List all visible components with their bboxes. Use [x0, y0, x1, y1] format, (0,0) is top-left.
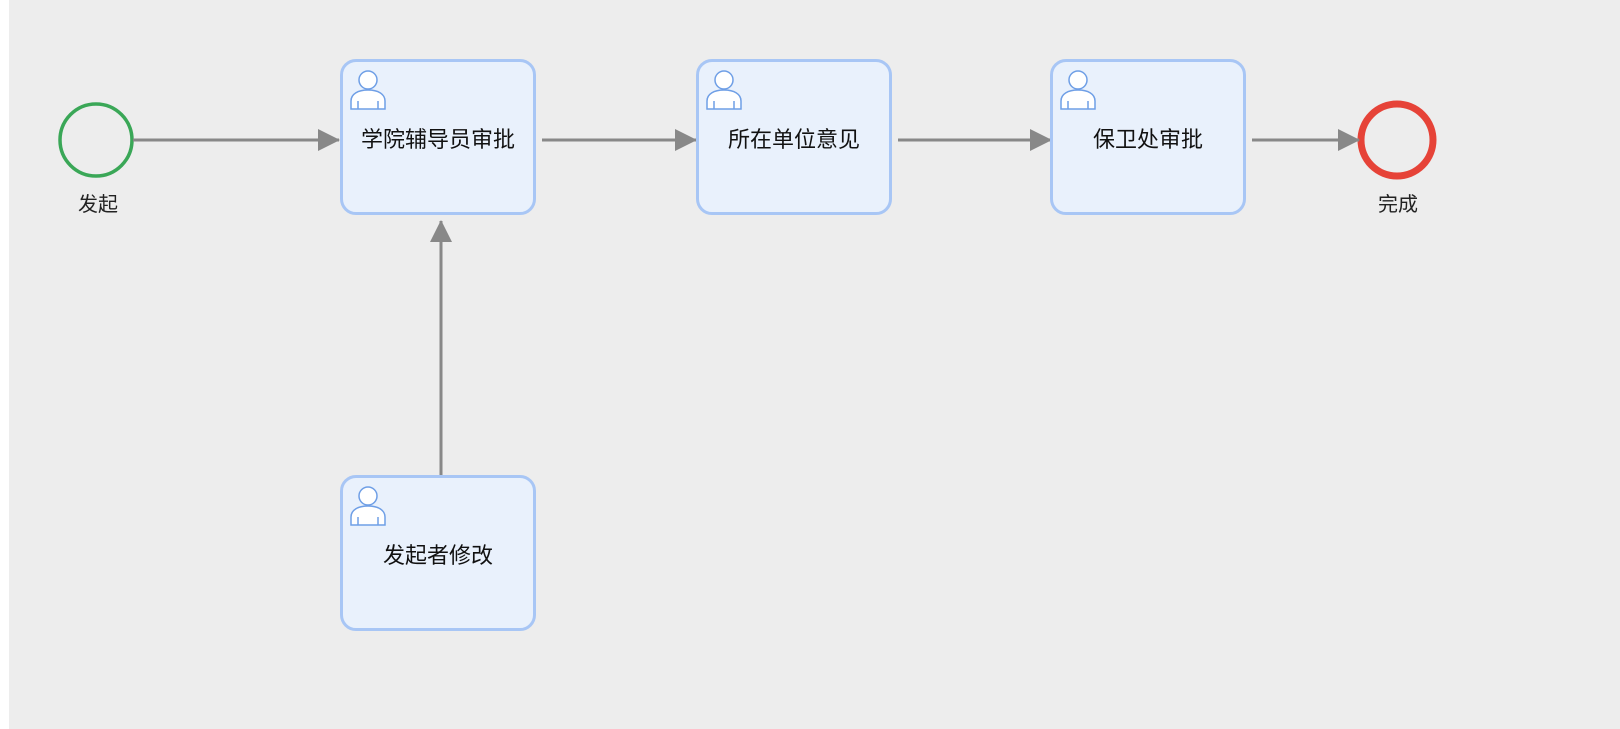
task-security-approval[interactable]: 保卫处审批: [1050, 59, 1246, 215]
task-label: 所在单位意见: [727, 128, 860, 153]
task-unit-opinion[interactable]: 所在单位意见: [696, 59, 892, 215]
task-counselor-approval[interactable]: 学院辅导员审批: [340, 59, 536, 215]
end-event-circle[interactable]: [1357, 100, 1437, 180]
end-event-label: 完成: [1378, 192, 1418, 216]
user-icon: [350, 486, 386, 526]
user-icon: [706, 70, 742, 110]
task-label: 发起者修改: [382, 544, 493, 569]
task-label: 学院辅导员审批: [360, 128, 515, 153]
user-icon: [1060, 70, 1096, 110]
task-initiator-modify[interactable]: 发起者修改: [340, 475, 536, 631]
start-event-circle[interactable]: [58, 102, 134, 178]
user-icon: [350, 70, 386, 110]
start-event-label: 发起: [78, 192, 118, 216]
left-edge-strip: [0, 0, 9, 729]
task-label: 保卫处审批: [1092, 128, 1203, 153]
